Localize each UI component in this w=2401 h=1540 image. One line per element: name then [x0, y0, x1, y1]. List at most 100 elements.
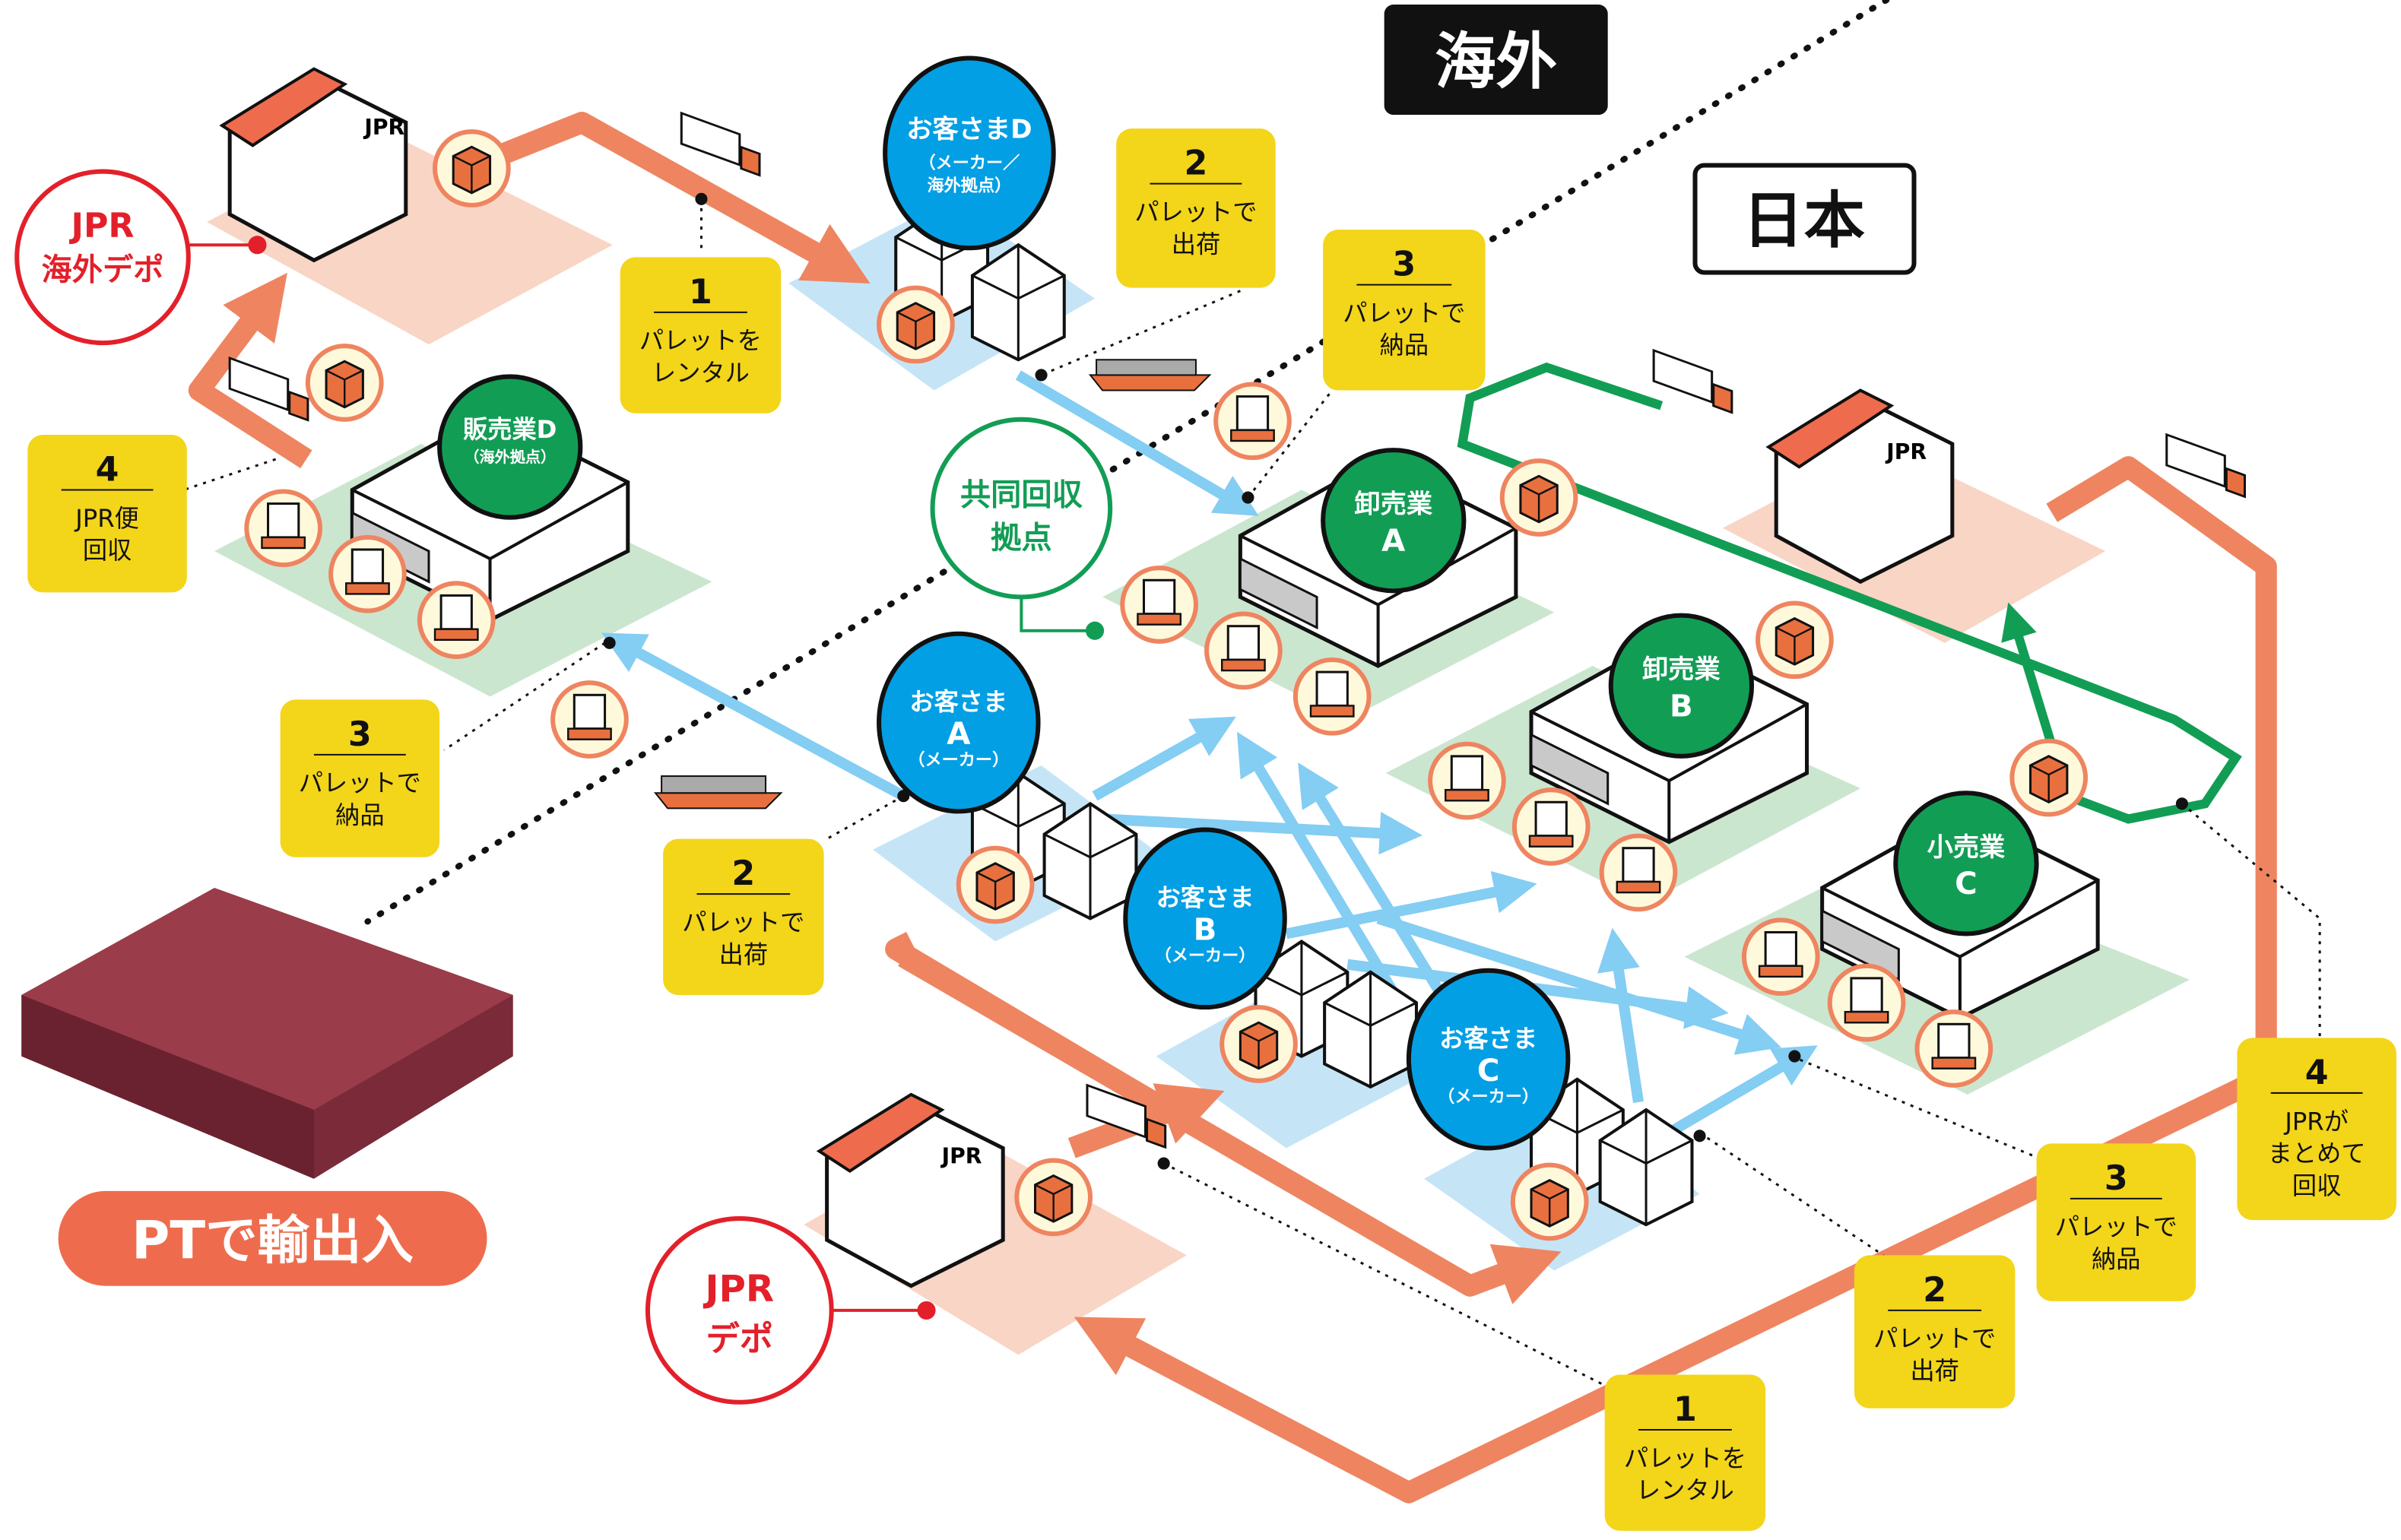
svg-text:（メーカー／: （メーカー／ — [918, 154, 1020, 173]
step-text: 納品 — [2092, 1245, 2140, 1274]
truck-icon — [2165, 433, 2247, 498]
svg-text:C: C — [1477, 1054, 1500, 1088]
ship-icon — [653, 775, 783, 810]
svg-text:デポ: デポ — [706, 1320, 774, 1358]
export-import-label: PTで輸出入 — [58, 1190, 487, 1286]
loaded-pallet-icon — [1122, 568, 1196, 642]
svg-text:販売業D: 販売業D — [463, 415, 557, 444]
svg-text:お客さまD: お客さまD — [906, 114, 1032, 144]
loaded-pallet-icon — [1430, 744, 1504, 818]
step-number: 2 — [1185, 144, 1208, 183]
warehouse-sign: JPR — [940, 1144, 982, 1169]
step-text: JPR便 — [74, 504, 139, 533]
loaded-pallet-icon — [331, 537, 404, 611]
green-collection-loop — [1457, 362, 2242, 824]
loaded-pallet-icon — [1207, 614, 1280, 688]
step-number: 3 — [2104, 1159, 2128, 1198]
pallet-box-icon — [1017, 1161, 1090, 1234]
truck-icon — [680, 112, 761, 177]
pallet-box-icon — [959, 848, 1032, 922]
step-text: 回収 — [2292, 1171, 2341, 1200]
pallet-box-icon — [1222, 1007, 1296, 1081]
loaded-pallet-icon — [1830, 966, 1904, 1040]
svg-text:海外デポ: 海外デポ — [41, 253, 163, 288]
customer-b-badge: お客さま B （メーカー） — [1123, 827, 1287, 1010]
svg-text:PTで輸出入: PTで輸出入 — [132, 1210, 414, 1271]
svg-text:（海外拠点）: （海外拠点） — [464, 448, 556, 466]
japan-depot-label: JPR デポ — [645, 1216, 936, 1405]
distributor-d-badge: 販売業D （海外拠点） — [437, 374, 583, 520]
svg-text:お客さま: お客さま — [1156, 883, 1254, 912]
pallet-box-icon — [2012, 741, 2085, 815]
pallet-box-icon — [435, 132, 509, 205]
step-text: JPRが — [2283, 1107, 2349, 1136]
step-text: パレットで — [1343, 299, 1465, 328]
svg-text:JPR: JPR — [68, 207, 134, 246]
svg-text:A: A — [1381, 524, 1405, 559]
plastic-pallet-image — [21, 888, 513, 1179]
svg-text:拠点: 拠点 — [991, 521, 1052, 556]
svg-text:B: B — [1194, 913, 1217, 948]
step-text: パレットで — [1873, 1324, 1996, 1353]
step-text: 出荷 — [719, 940, 768, 969]
step-boxes: 1パレットをレンタル2パレットで出荷3パレットで納品4JPR便回収3パレットで納… — [27, 128, 2396, 1531]
svg-text:お客さま: お客さま — [909, 687, 1007, 716]
step-text: 納品 — [1380, 331, 1429, 360]
joint-collection-point-label: 共同回収 拠点 — [930, 417, 1113, 640]
svg-text:共同回収: 共同回収 — [960, 478, 1083, 513]
leader-lines — [183, 198, 2321, 1386]
step-text: 出荷 — [1172, 230, 1220, 258]
customer-c-badge: お客さま C （メーカー） — [1406, 968, 1571, 1151]
customer-d-badge: お客さまD （メーカー／ 海外拠点） — [883, 55, 1056, 251]
svg-text:卸売業: 卸売業 — [1642, 654, 1721, 685]
step-text: パレットで — [299, 768, 421, 797]
overseas-japan-border — [364, 0, 1890, 925]
blue-delivery-flows — [601, 370, 1818, 1138]
pallet-box-icon — [1513, 1165, 1587, 1239]
leader-dots — [603, 192, 2188, 1170]
overseas-depot-label: JPR 海外デポ — [14, 169, 267, 346]
step-text: パレットで — [1134, 198, 1257, 227]
jpr-japan-warehouse: JPR — [816, 1092, 1005, 1288]
step-number: 3 — [1392, 246, 1416, 284]
svg-text:卸売業: 卸売業 — [1354, 490, 1432, 520]
svg-text:JPR: JPR — [703, 1268, 774, 1310]
region-text: 日本 — [1743, 185, 1865, 256]
region-text: 海外 — [1435, 26, 1557, 97]
loaded-pallet-icon — [1296, 660, 1369, 734]
loaded-pallet-icon — [1744, 920, 1818, 993]
step-text: 納品 — [335, 800, 384, 829]
svg-text:（メーカー）: （メーカー） — [908, 750, 1009, 770]
truck-icon — [1652, 349, 1733, 414]
loaded-pallet-icon — [1216, 384, 1289, 458]
pallet-box-icon — [879, 288, 953, 362]
step-text: 出荷 — [1910, 1357, 1959, 1386]
loaded-pallet-icon — [420, 583, 493, 657]
region-label-japan: 日本 — [1692, 163, 1917, 275]
svg-text:C: C — [1955, 867, 1978, 902]
pallet-badges — [246, 132, 2085, 1238]
step-text: パレットで — [2055, 1212, 2177, 1241]
loaded-pallet-icon — [1515, 790, 1588, 863]
step-number: 1 — [689, 273, 712, 312]
ship-icon — [1088, 359, 1212, 391]
region-label-overseas: 海外 — [1384, 5, 1608, 116]
loaded-pallet-icon — [1917, 1012, 1991, 1085]
step-number: 4 — [2305, 1054, 2329, 1092]
svg-text:（メーカー）: （メーカー） — [1155, 946, 1256, 966]
step-text: パレットを — [639, 326, 762, 355]
step-text: 回収 — [83, 536, 132, 565]
jpr-japan-warehouse-right: JPR — [1765, 388, 1955, 585]
svg-text:海外拠点）: 海外拠点） — [928, 176, 1012, 196]
customer-a-badge: お客さま A （メーカー） — [877, 631, 1041, 814]
loaded-pallet-icon — [246, 491, 320, 565]
pallet-box-icon — [1758, 603, 1832, 677]
